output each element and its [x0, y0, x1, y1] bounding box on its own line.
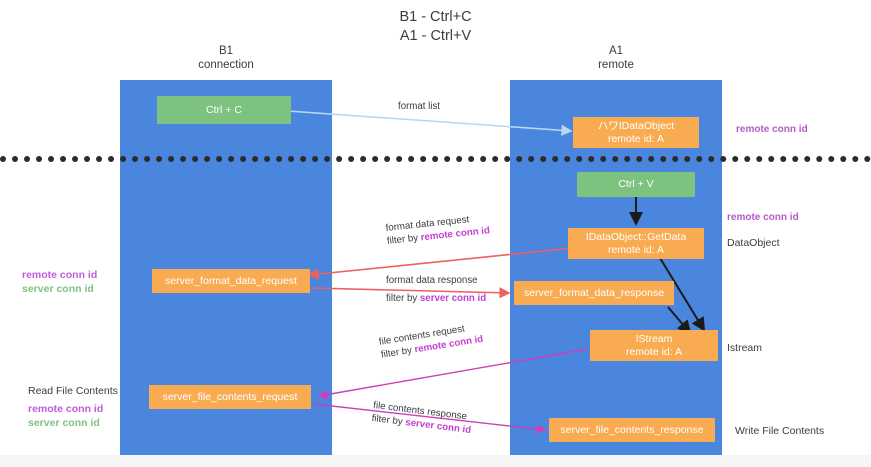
legend-server-conn-id: server conn id — [22, 283, 94, 295]
filter-prefix: filter by — [386, 293, 420, 304]
annotation-remote-conn-id-mid: remote conn id — [727, 212, 799, 223]
arrow-response-to-istream — [667, 306, 692, 335]
annotation-remote-conn-id-top: remote conn id — [736, 124, 808, 135]
filter-key-server-conn-id: server conn id — [419, 293, 487, 304]
legend2-server-conn-id: server conn id — [28, 417, 100, 429]
node-idataobject-getdata-label: IDataObject::GetData remote id: A — [585, 230, 687, 256]
node-idataobject-label: ハワIDataObject remote id: A — [597, 119, 675, 145]
arrow-file-contents-request — [317, 348, 589, 400]
node-server-format-data-response-label: server_format_data_response — [523, 286, 665, 299]
node-server-file-contents-response[interactable]: server_file_contents_response — [549, 418, 715, 442]
legend-group-upper: remote conn id server conn id — [22, 268, 97, 296]
node-idataobject[interactable]: ハワIDataObject remote id: A — [573, 117, 699, 148]
node-server-file-contents-request[interactable]: server_file_contents_request — [149, 385, 311, 409]
node-server-file-contents-response-label: server_file_contents_response — [560, 423, 704, 436]
annotation-data-object: DataObject — [727, 237, 780, 249]
node-istream[interactable]: IStream remote id: A — [590, 330, 718, 361]
legend2-remote-conn-id: remote conn id — [28, 403, 104, 415]
page-title: B1 - Ctrl+C A1 - Ctrl+V — [399, 9, 472, 44]
arrow-format-data-response — [311, 287, 511, 299]
arrow-format-list — [273, 109, 573, 136]
annotation-write-file-contents: Write File Contents — [735, 425, 825, 437]
node-server-format-data-request[interactable]: server_format_data_request — [152, 269, 310, 293]
annotation-istream: Istream — [727, 342, 763, 354]
node-ctrl-v-label: Ctrl + V — [618, 178, 654, 190]
node-server-format-data-request-label: server_format_data_request — [165, 274, 297, 287]
node-idataobject-getdata[interactable]: IDataObject::GetData remote id: A — [568, 228, 704, 259]
edge-label-format-data-response-filter: filter by server conn id — [386, 292, 486, 305]
annotation-read-file-contents: Read File Contents — [28, 385, 118, 397]
lane-header-b1: B1 connection — [198, 45, 254, 71]
arrow-getdata-to-istream — [659, 257, 706, 332]
legend-remote-conn-id: remote conn id — [22, 269, 98, 281]
arrow-file-contents-response — [313, 403, 547, 434]
edge-label-format-list-text: format list — [398, 101, 440, 112]
edge-label-format-list: format list — [398, 100, 440, 113]
edge-label-format-data-response-primary: format data response — [386, 275, 478, 286]
lane-header-a1: A1 remote — [598, 45, 634, 71]
arrow-format-data-request — [307, 247, 574, 280]
legend-group-lower: remote conn id server conn id — [28, 402, 103, 430]
filter-prefix: filter by — [386, 232, 422, 247]
edge-label-format-data-response: format data response filter by server co… — [386, 274, 486, 305]
node-ctrl-c[interactable]: Ctrl + C — [157, 96, 291, 124]
section-divider — [0, 156, 871, 162]
node-server-format-data-response[interactable]: server_format_data_response — [514, 281, 674, 305]
node-server-file-contents-request-label: server_file_contents_request — [162, 390, 298, 403]
node-ctrl-v[interactable]: Ctrl + V — [577, 172, 695, 197]
node-ctrl-c-label: Ctrl + C — [206, 103, 242, 116]
node-istream-label: IStream remote id: A — [625, 332, 683, 358]
